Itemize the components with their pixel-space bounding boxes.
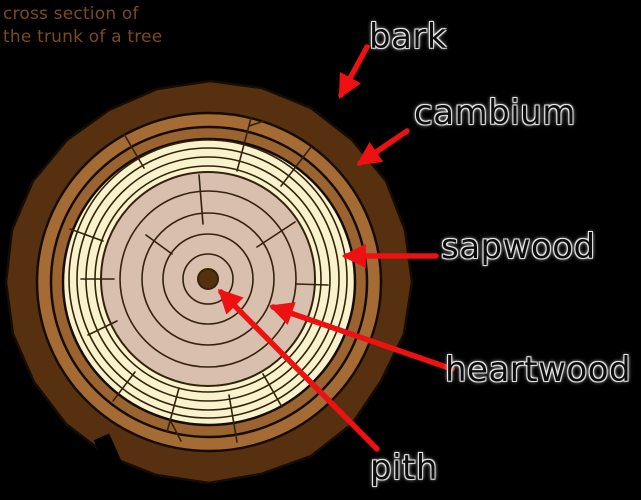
wood-ray [166,387,180,433]
bark-crack-top [325,75,344,104]
wood-ray [248,120,265,127]
wood-ray [69,228,104,242]
cambium-label: cambium [414,93,576,133]
figure-title-line2: the trunk of a tree [3,26,163,47]
heartwood-label: heartwood [445,350,632,390]
bark-crack-bottom [93,433,126,477]
growth-ring [68,139,348,419]
wood-ray [112,371,136,402]
wood-ray [256,221,296,248]
wood-ray [295,283,329,286]
pith-label: pith [370,448,438,488]
heartwood-arrow [268,302,455,372]
heartwood-growth-rings [119,190,297,368]
bark-arrow [338,44,370,99]
wood-ray [198,174,204,225]
pointer-arrows [217,44,455,452]
bark-label: bark [369,17,448,57]
sapwood-growth-rings [68,139,348,419]
wood-rays [69,117,329,443]
growth-ring [141,212,275,346]
growth-ring [76,147,340,411]
wood-ray [169,419,182,442]
wood-ray [236,117,252,172]
figure-title: cross section of the trunk of a tree [3,3,162,49]
growth-ring [162,233,254,325]
pith-arrow [217,288,380,452]
pith-dot [197,268,219,290]
wood-ray [228,394,238,443]
cambium-arrow [356,128,410,166]
growth-ring [182,253,234,305]
wood-ray [87,320,118,336]
growth-ring [119,190,297,368]
wood-ray [262,373,283,408]
figure-title-line1: cross section of [3,4,139,24]
sapwood-label: sapwood [441,227,596,267]
wood-ray [145,234,173,255]
wood-ray [280,146,312,187]
wood-ray [123,133,145,169]
